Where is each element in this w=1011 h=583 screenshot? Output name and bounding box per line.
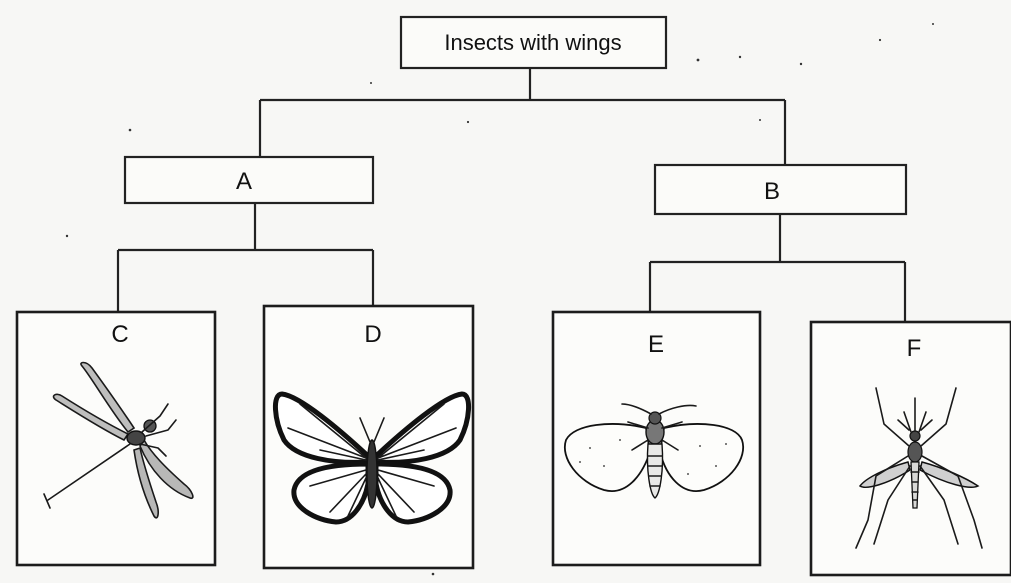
- root-node: Insects with wings: [401, 17, 666, 68]
- group-label-a: A: [236, 168, 252, 195]
- insect-label-c: C: [111, 321, 128, 348]
- group-label-b: B: [764, 178, 780, 205]
- root-label: Insects with wings: [444, 30, 621, 55]
- insect-label-f: F: [907, 335, 922, 362]
- group-node-b: B: [655, 165, 906, 214]
- insect-card-e: E: [553, 312, 760, 565]
- insect-label-e: E: [648, 331, 664, 358]
- insect-card-f: F: [811, 322, 1011, 575]
- group-node-a: A: [125, 157, 373, 203]
- insect-card-d: D: [264, 306, 473, 568]
- insect-card-c: C: [17, 312, 215, 565]
- insect-label-d: D: [364, 321, 381, 348]
